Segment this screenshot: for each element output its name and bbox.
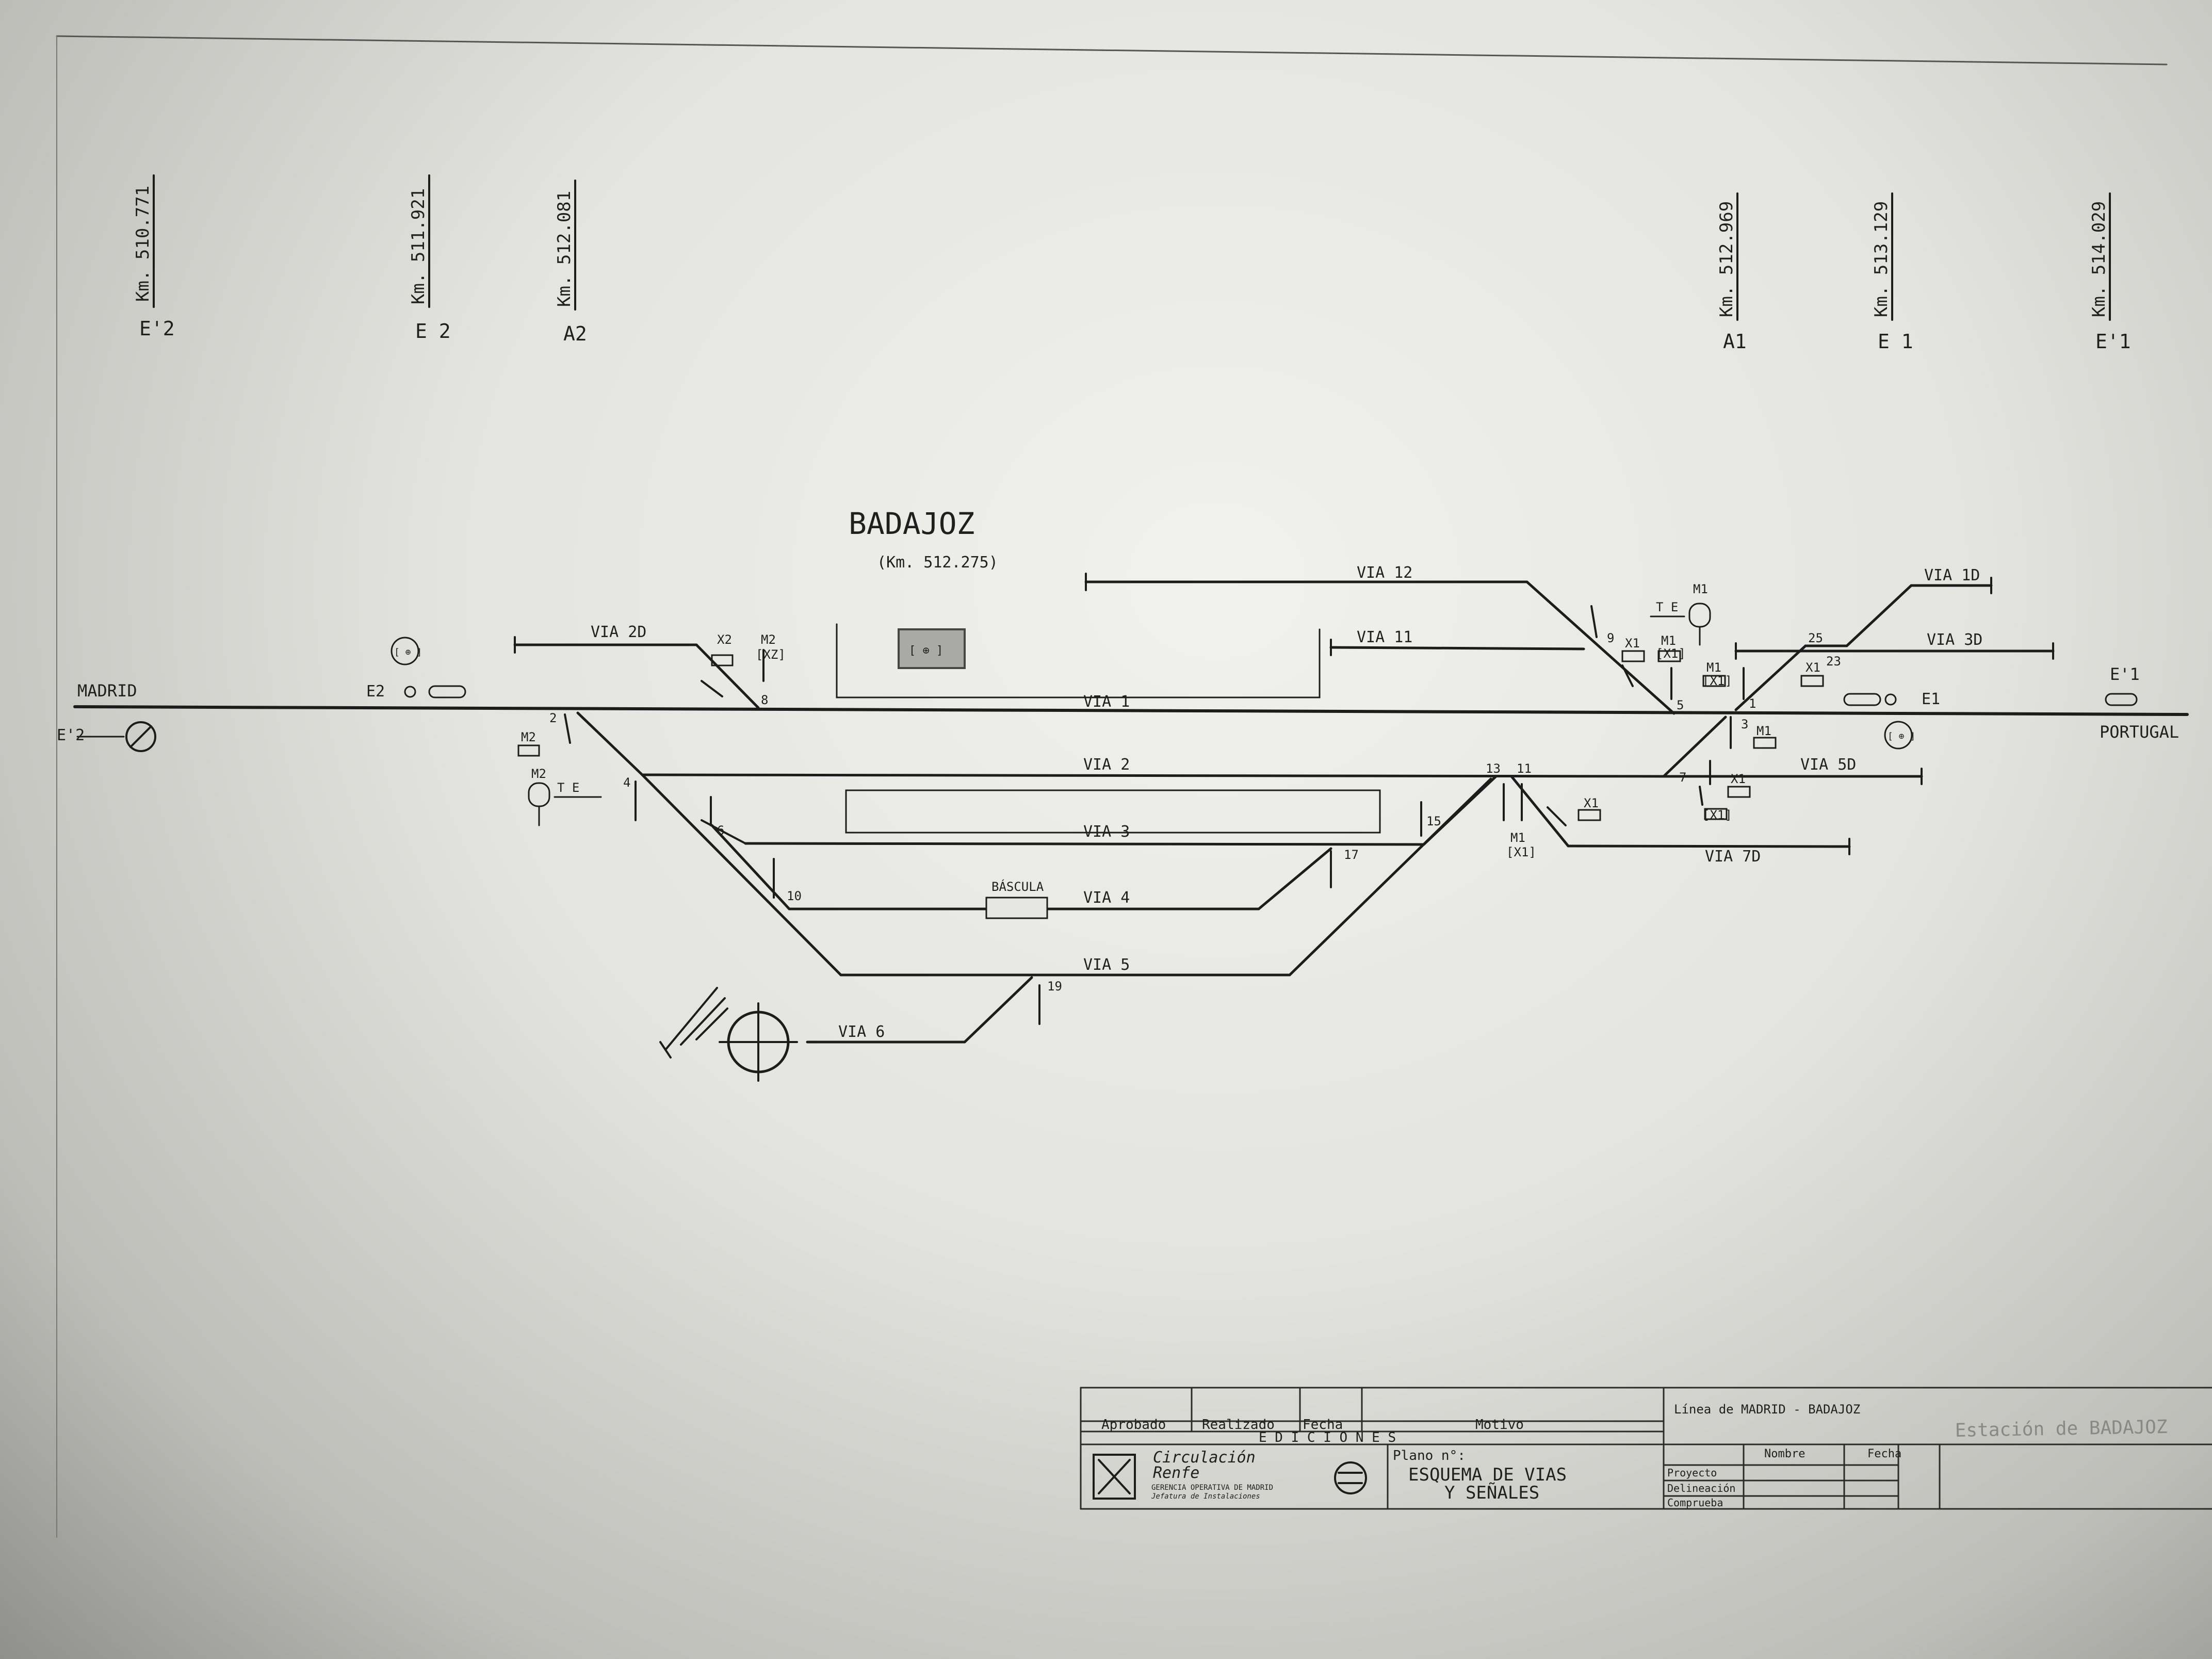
- tb-fecha: Fecha: [1303, 1417, 1343, 1433]
- km-post-label-2: E 2: [415, 320, 451, 343]
- switch-5: 5: [1677, 698, 1684, 712]
- main-track: [73, 705, 2189, 716]
- signal-m1-a: M1: [1661, 633, 1676, 648]
- switch-11: 11: [1517, 761, 1532, 776]
- signal-x1-a: X1: [1625, 636, 1640, 650]
- tb-org4: Jefatura de Instalaciones: [1151, 1492, 1260, 1501]
- track-via-2d: VIA 2D: [591, 623, 646, 641]
- km-post-1: Km. 510.771: [133, 186, 153, 302]
- switch-4: 4: [623, 775, 630, 790]
- tb-fecha-col: Fecha: [1867, 1447, 1901, 1460]
- signal-m1-c: M1: [1756, 724, 1771, 738]
- tb-plano-title2: Y SEÑALES: [1444, 1483, 1539, 1503]
- tb-ediciones: E D I C I O N E S: [1259, 1430, 1396, 1445]
- signal-x1-c: X1: [1731, 772, 1746, 786]
- switch-25: 25: [1808, 631, 1823, 645]
- track-via-2: VIA 2: [1083, 756, 1130, 774]
- track-via-11: VIA 11: [1357, 628, 1412, 646]
- km-post-2: Km. 511.921: [408, 188, 429, 304]
- switch-9: 9: [1607, 631, 1614, 645]
- tb-linea: Línea de MADRID - BADAJOZ: [1674, 1402, 1860, 1417]
- signal-m1b-d: [X1]: [1506, 845, 1536, 859]
- signal-m1b-a: [X1]: [1656, 646, 1686, 661]
- signal-m1-b: M1: [1706, 660, 1721, 675]
- track-via-4: VIA 4: [1083, 889, 1130, 907]
- switch-1: 1: [1749, 696, 1756, 711]
- station-name: BADAJOZ: [849, 506, 974, 541]
- switch-23: 23: [1826, 654, 1841, 669]
- track-via-3d: VIA 3D: [1927, 631, 1982, 649]
- track-via-1: VIA 1: [1083, 693, 1130, 711]
- km-post-label-3: A2: [563, 322, 587, 345]
- signal-x1-b: X1: [1806, 660, 1820, 675]
- signal-m2b-label: [XZ]: [756, 647, 786, 662]
- signal-m1-d: M1: [1510, 831, 1525, 845]
- signal-x2-label: X2: [717, 632, 732, 647]
- tb-plano-label: Plano n°:: [1393, 1448, 1466, 1463]
- track-via-7d: VIA 7D: [1705, 848, 1761, 866]
- signal-tag-left: [ ⊕ ]: [394, 647, 422, 658]
- tb-org3: GERENCIA OPERATIVA DE MADRID: [1151, 1484, 1273, 1492]
- tb-nombre: Nombre: [1764, 1447, 1805, 1460]
- km-post-3: Km. 512.081: [554, 191, 575, 307]
- tb-delineacion: Delineación: [1667, 1482, 1735, 1494]
- signal-m1b-c: [X1]: [1702, 808, 1732, 822]
- switch-8: 8: [761, 693, 768, 707]
- tb-estacion: Estación de BADAJOZ: [1955, 1417, 2167, 1441]
- signal-e1p-label: E'1: [2110, 664, 2140, 684]
- km-post-6: Km. 514.029: [2089, 201, 2109, 317]
- tb-comprueba: Comprueba: [1667, 1497, 1723, 1509]
- signal-m1-top: M1: [1693, 582, 1708, 596]
- track-via-1d: VIA 1D: [1924, 566, 1980, 584]
- signal-m1b-b: [X1]: [1702, 674, 1732, 688]
- signal-e2p-label: E'2: [57, 726, 85, 744]
- end-portugal: PORTUGAL: [2100, 722, 2179, 742]
- track-via-6: VIA 6: [838, 1023, 885, 1041]
- signal-m2-head-label: M2: [531, 767, 546, 781]
- switch-17: 17: [1344, 848, 1359, 862]
- tb-motivo: Motivo: [1475, 1417, 1524, 1433]
- tb-org2: Renfe: [1153, 1464, 1199, 1482]
- signal-x1-d: X1: [1584, 796, 1599, 810]
- switch-19: 19: [1047, 979, 1062, 994]
- station-km: (Km. 512.275): [877, 554, 998, 572]
- tb-proyecto: Proyecto: [1667, 1467, 1717, 1479]
- switch-6: 6: [717, 823, 724, 838]
- tb-plano-title1: ESQUEMA DE VIAS: [1408, 1465, 1567, 1485]
- km-post-5: Km. 513.129: [1871, 201, 1892, 317]
- switch-7: 7: [1679, 770, 1686, 785]
- track-via-12: VIA 12: [1357, 564, 1412, 582]
- switch-3: 3: [1741, 717, 1748, 731]
- track-via-3: VIA 3: [1083, 823, 1130, 841]
- tb-org1: Circulación: [1153, 1449, 1256, 1467]
- km-post-label-4: A1: [1723, 330, 1747, 353]
- switch-13: 13: [1486, 761, 1501, 776]
- signal-te-left: T E: [557, 780, 579, 795]
- km-post-4: Km. 512.969: [1716, 201, 1737, 317]
- km-post-label-1: E'2: [139, 317, 175, 340]
- switch-15: 15: [1426, 814, 1441, 828]
- signal-e1-label: E1: [1922, 690, 1940, 708]
- tb-aprobado: Aprobado: [1101, 1417, 1166, 1433]
- km-post-label-6: E'1: [2095, 330, 2131, 353]
- switch-10: 10: [787, 889, 802, 903]
- tb-realizado: Realizado: [1202, 1417, 1275, 1433]
- signal-e2-label: E2: [366, 682, 385, 701]
- switch-2: 2: [549, 711, 557, 725]
- bascula-label: BÁSCULA: [991, 879, 1044, 894]
- end-madrid: MADRID: [77, 681, 137, 701]
- track-via-5: VIA 5: [1083, 956, 1130, 974]
- signal-tag-right: [ ⊕ ]: [1888, 731, 1915, 742]
- track-via-5d: VIA 5D: [1800, 756, 1856, 774]
- signal-m2-label: M2: [761, 632, 776, 647]
- signal-te-right: T E: [1656, 600, 1678, 614]
- km-post-label-5: E 1: [1878, 330, 1913, 353]
- station-building-label: [ ⊕ ]: [909, 644, 943, 657]
- signal-m2-left-label: M2: [521, 730, 536, 744]
